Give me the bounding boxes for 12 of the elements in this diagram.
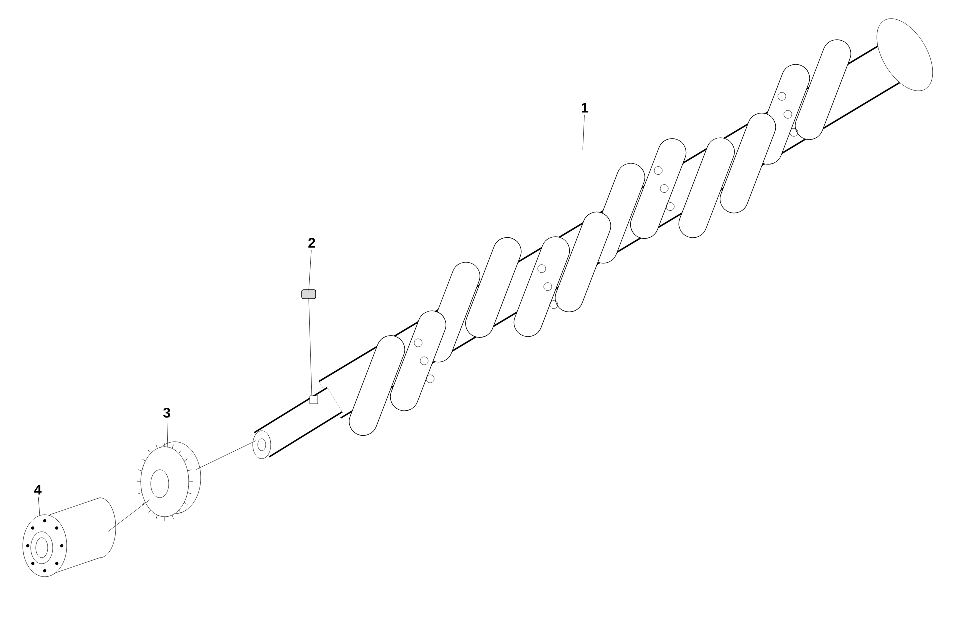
leader-line (308, 250, 312, 291)
center-line (108, 500, 150, 532)
hub-drawing (22, 498, 116, 578)
gear-drawing (136, 442, 202, 522)
crankshaft-drawing (252, 18, 934, 460)
center-line (196, 440, 256, 470)
callout-number: 3 (163, 408, 170, 418)
leader-line (167, 420, 168, 448)
center-line (308, 298, 312, 396)
leader-line (38, 496, 40, 516)
leader-line (582, 114, 585, 150)
callout-number: 4 (34, 485, 42, 495)
